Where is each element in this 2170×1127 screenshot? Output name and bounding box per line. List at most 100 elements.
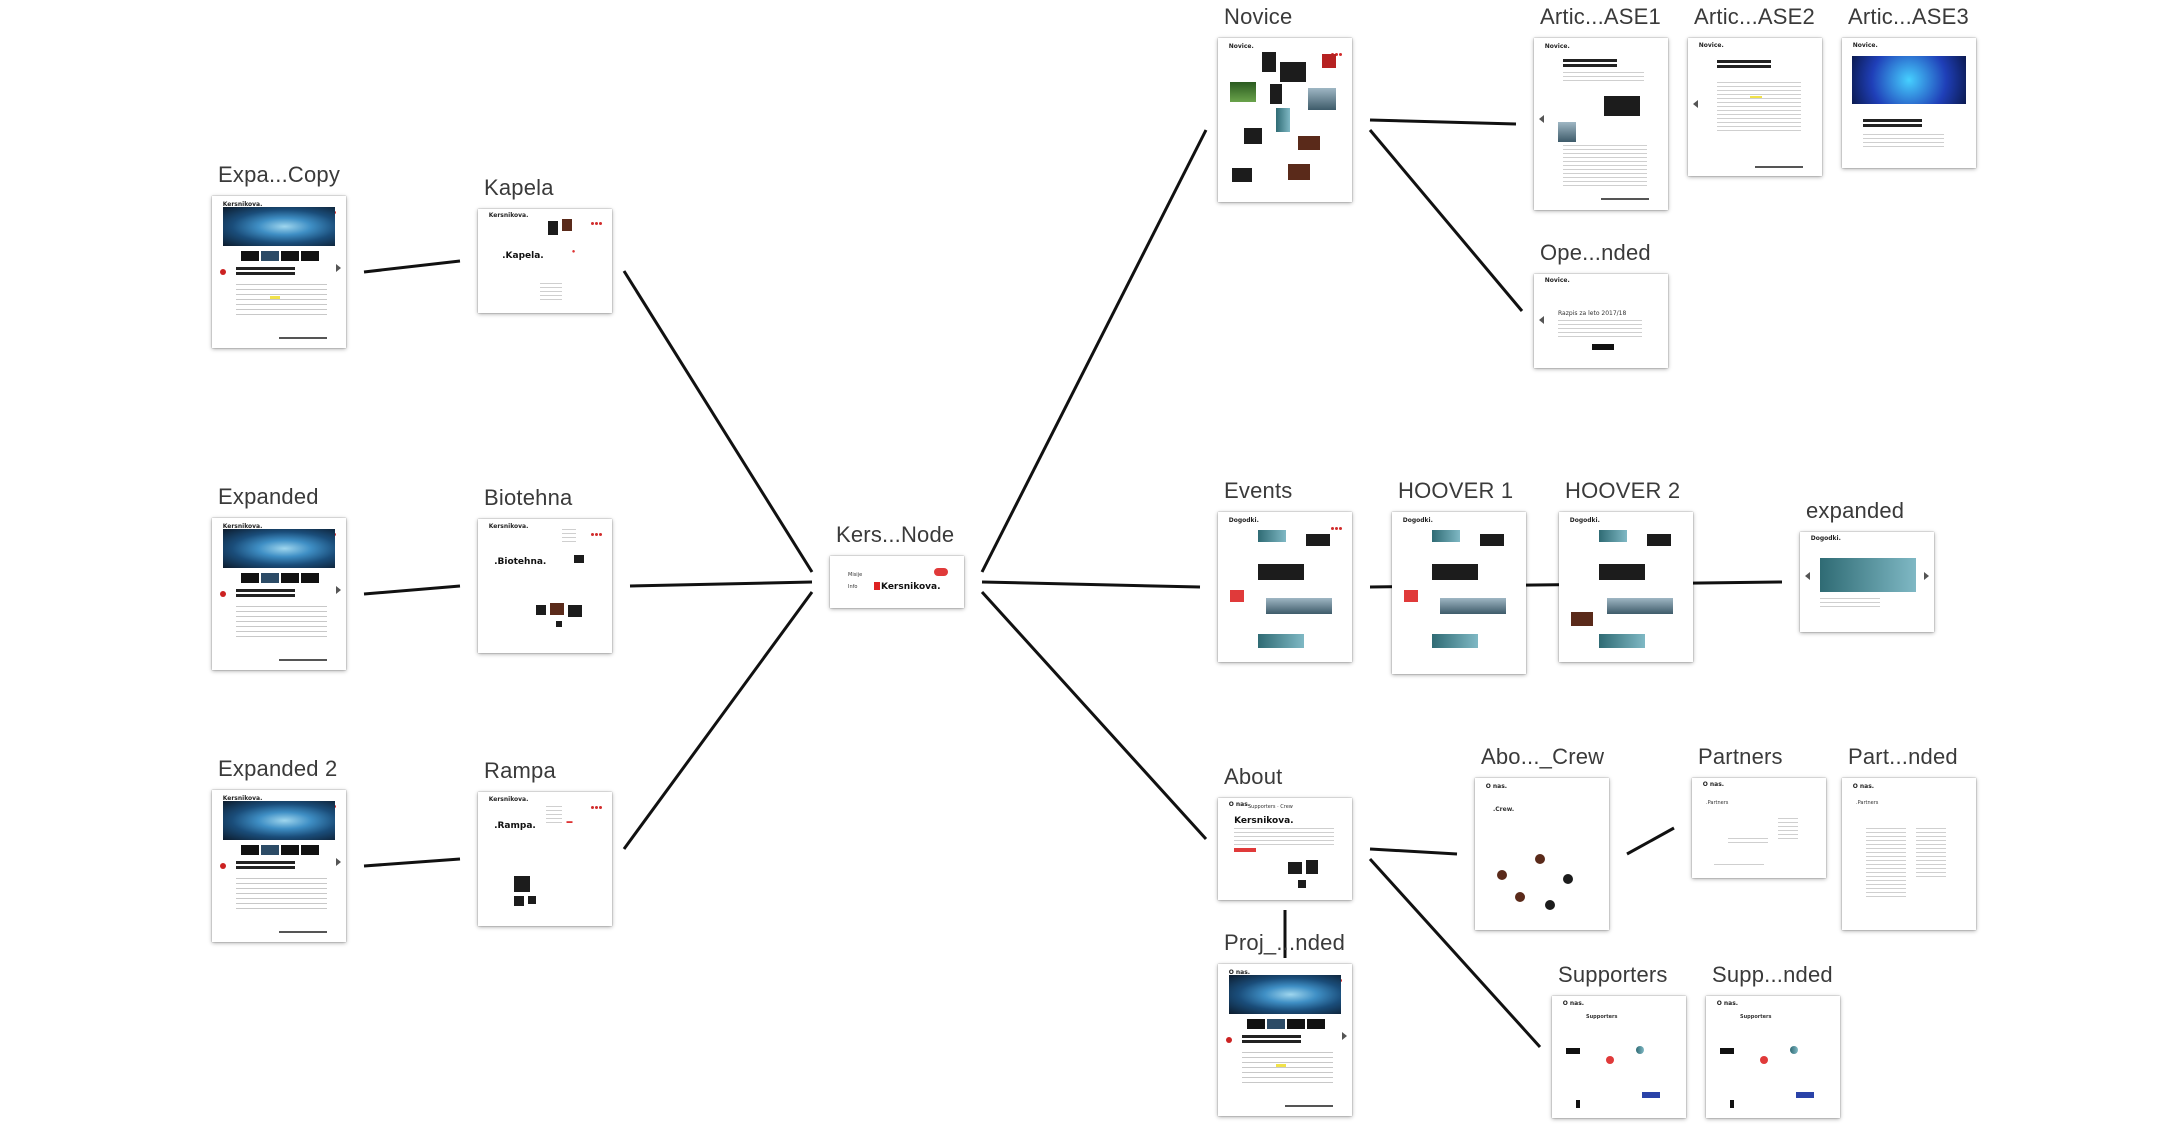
node-thumbnail[interactable]: O nas. .Partners	[1692, 778, 1826, 878]
node-expa-copy[interactable]: Expa...Copy Kersnikova.	[212, 162, 352, 352]
node-thumbnail[interactable]: O nas.	[1218, 964, 1352, 1116]
text-block	[546, 806, 562, 824]
node-thumbnail[interactable]: Novice.	[1842, 38, 1976, 168]
site-logo: Kersnikova.	[488, 523, 529, 531]
node-rampa[interactable]: Rampa Kersnikova. .Rampa. ▬	[478, 758, 618, 928]
prev-arrow	[1693, 100, 1699, 109]
red-marker	[220, 590, 227, 597]
node-thumbnail[interactable]: Kersnikova.	[212, 518, 346, 670]
text-block	[1558, 320, 1642, 338]
image-placeholder	[1607, 598, 1673, 614]
node-label: Kers...Node	[836, 522, 955, 547]
image-placeholder	[1262, 52, 1276, 72]
red-link: ▬	[566, 818, 573, 825]
next-arrow	[335, 586, 341, 595]
node-thumbnail[interactable]: Kersnikova.	[212, 790, 346, 942]
article-text	[236, 284, 328, 318]
node-thumbnail[interactable]: O nas. Supporters · Crew Kersnikova.	[1218, 798, 1352, 900]
node-thumbnail[interactable]: Dogodki.	[1800, 532, 1934, 632]
page-heading: .Kapela.	[502, 250, 544, 261]
node-thumbnail[interactable]: Misije Info Kersnikova.	[830, 556, 964, 608]
page-heading: .Crew.	[1493, 806, 1515, 813]
article-text	[1242, 1052, 1334, 1086]
sponsor-logo	[1790, 1046, 1798, 1054]
node-label: Part...nded	[1848, 744, 1958, 769]
image-placeholder	[1288, 862, 1302, 874]
node-hoover-1[interactable]: HOOVER 1 Dogodki.	[1392, 478, 1532, 678]
red-marker	[1226, 1036, 1233, 1043]
image-placeholder	[1232, 168, 1252, 182]
site-logo: Kersnikova.	[488, 212, 529, 220]
image-placeholder	[1480, 534, 1504, 546]
image-placeholder	[1306, 860, 1318, 874]
site-logo: Novice.	[1852, 41, 1878, 49]
site-logo: Dogodki.	[1228, 516, 1259, 524]
node-article-2[interactable]: Artic...ASE2 Novice.	[1688, 4, 1828, 184]
node-hoover-2[interactable]: HOOVER 2 Dogodki.	[1559, 478, 1699, 668]
node-thumbnail[interactable]: Novice.	[1688, 38, 1822, 176]
highlight	[270, 296, 280, 299]
node-thumbnail[interactable]: Dogodki.	[1218, 512, 1352, 662]
node-project-expanded[interactable]: Proj_...nded O nas.	[1218, 930, 1358, 1120]
hero-image	[1228, 974, 1342, 1015]
node-thumbnail[interactable]: Kersnikova. .Biotehna.	[478, 519, 612, 653]
sponsor-logo	[1636, 1046, 1644, 1054]
hero-image	[1820, 558, 1916, 592]
node-thumbnail[interactable]: O nas. .Crew.	[1475, 778, 1609, 930]
avatar	[1497, 870, 1507, 880]
image-placeholder	[1322, 54, 1336, 68]
eu-flag-logo	[1642, 1092, 1660, 1098]
node-root[interactable]: Kers...Node Misije Info Kersnikova.	[830, 522, 970, 612]
node-thumbnail[interactable]: Novice.	[1534, 38, 1668, 210]
node-article-1[interactable]: Artic...ASE1 Novice.	[1534, 4, 1674, 214]
page-heading: .Partners	[1856, 800, 1879, 806]
page-heading: .Rampa.	[494, 821, 536, 832]
node-thumbnail[interactable]: Kersnikova. .Kapela. ●	[478, 209, 612, 313]
node-supporters-expanded[interactable]: Supp...nded O nas. Supporters	[1706, 962, 1846, 1122]
node-biotehna[interactable]: Biotehna Kersnikova. .Biotehna.	[478, 485, 618, 655]
hero-image	[222, 800, 336, 841]
node-article-3[interactable]: Artic...ASE3 Novice.	[1842, 4, 1982, 174]
node-partners[interactable]: Partners O nas. .Partners	[1692, 744, 1832, 884]
node-thumbnail[interactable]: O nas. .Partners	[1842, 778, 1976, 930]
node-kapela[interactable]: Kapela Kersnikova. .Kapela. ●	[478, 175, 618, 315]
sponsor-logo	[1606, 1056, 1614, 1064]
node-thumbnail[interactable]: Kersnikova.	[212, 196, 346, 348]
node-supporters[interactable]: Supporters O nas. Supporters	[1552, 962, 1692, 1122]
image-placeholder	[1244, 128, 1262, 144]
image-placeholder	[1604, 96, 1640, 116]
node-events[interactable]: Events Dogodki.	[1218, 478, 1358, 668]
node-thumbnail[interactable]: Kersnikova. .Rampa. ▬	[478, 792, 612, 926]
node-thumbnail[interactable]: O nas. Supporters	[1706, 996, 1840, 1118]
nav-dots	[590, 212, 604, 226]
node-thumbnail[interactable]: Novice.	[1218, 38, 1352, 202]
sponsor-logo	[1760, 1056, 1768, 1064]
node-about[interactable]: About O nas. Supporters · Crew Kersnikov…	[1218, 764, 1358, 904]
article-text	[236, 878, 328, 912]
node-thumbnail[interactable]: O nas. Supporters	[1552, 996, 1686, 1118]
node-label: Expanded	[218, 484, 319, 509]
node-novice[interactable]: Novice Novice.	[1218, 4, 1358, 204]
node-events-expanded[interactable]: expanded Dogodki.	[1800, 498, 1940, 638]
node-partners-expanded[interactable]: Part...nded O nas. .Partners	[1842, 744, 1982, 934]
page-heading: .Partners	[1706, 800, 1729, 806]
node-thumbnail[interactable]: Dogodki.	[1392, 512, 1526, 674]
node-about-crew[interactable]: Abo..._Crew O nas. .Crew.	[1475, 744, 1615, 934]
hero-image	[222, 528, 336, 569]
image-placeholder	[1571, 612, 1593, 626]
connector-root-kapela	[622, 270, 814, 573]
node-thumbnail[interactable]: Novice. Razpis za leto 2017/18	[1534, 274, 1668, 368]
node-label: Rampa	[484, 758, 556, 783]
node-expanded[interactable]: Expanded Kersnikova.	[212, 484, 352, 674]
prev-arrow	[1805, 572, 1811, 580]
connector-root-rampa	[622, 591, 814, 850]
node-expanded-2[interactable]: Expanded 2 Kersnikova.	[212, 756, 352, 946]
text-block	[1866, 828, 1906, 898]
node-open-expanded[interactable]: Ope...nded Novice. Razpis za leto 2017/1…	[1534, 240, 1674, 370]
image-placeholder	[1558, 122, 1576, 142]
article-title	[1563, 58, 1618, 62]
node-label: Proj_...nded	[1224, 930, 1346, 955]
connector-about-abo_crew	[1369, 847, 1458, 856]
node-thumbnail[interactable]: Dogodki.	[1559, 512, 1693, 662]
node-label: Biotehna	[484, 485, 573, 510]
